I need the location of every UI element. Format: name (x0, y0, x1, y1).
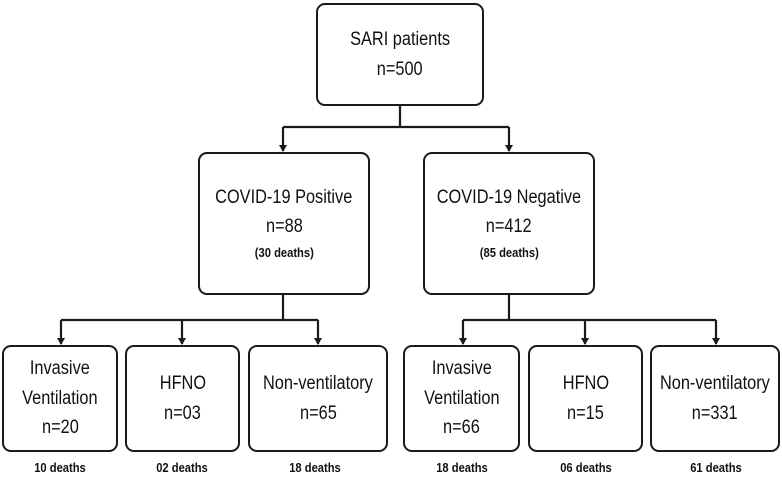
pos-hfno-box: HFNO n=03 (125, 345, 240, 452)
neg-invasive-box: Invasive Ventilation n=66 (403, 345, 520, 452)
pos-nonvent-line1: Non-ventilatory (263, 373, 373, 395)
neg-invasive-line2: Ventilation (423, 387, 500, 409)
root-count: n=500 (377, 58, 423, 80)
negative-count: n=412 (486, 216, 532, 238)
positive-box: COVID-19 Positive n=88 (30 deaths) (198, 152, 370, 295)
neg-hfno-box: HFNO n=15 (528, 345, 643, 452)
neg-invasive-line1: Invasive (431, 358, 492, 380)
root-title: SARI patients (350, 29, 450, 51)
pos-nonvent-box: Non-ventilatory n=65 (248, 345, 388, 452)
neg-hfno-line1: HFNO (562, 373, 609, 395)
neg-nonvent-line1: Non-ventilatory (660, 373, 770, 395)
negative-deaths: (85 deaths) (479, 244, 539, 260)
pos-hfno-deaths: 02 deaths (156, 460, 208, 475)
pos-invasive-count: n=20 (41, 417, 79, 439)
pos-invasive-line1: Invasive (30, 358, 90, 380)
positive-count: n=88 (265, 216, 303, 238)
neg-nonvent-deaths: 61 deaths (690, 460, 742, 475)
positive-deaths: (30 deaths) (254, 244, 314, 260)
negative-box: COVID-19 Negative n=412 (85 deaths) (423, 152, 595, 295)
negative-title: COVID-19 Negative (436, 187, 582, 209)
neg-nonvent-box: Non-ventilatory n=331 (650, 345, 780, 452)
pos-nonvent-deaths: 18 deaths (289, 460, 341, 475)
pos-invasive-box: Invasive Ventilation n=20 (2, 345, 118, 452)
root-box: SARI patients n=500 (316, 3, 484, 106)
pos-invasive-line2: Ventilation (22, 387, 98, 409)
pos-invasive-deaths: 10 deaths (34, 460, 86, 475)
neg-hfno-deaths: 06 deaths (560, 460, 612, 475)
positive-title: COVID-19 Positive (215, 187, 353, 209)
pos-hfno-line1: HFNO (159, 373, 206, 395)
neg-hfno-count: n=15 (567, 402, 604, 424)
neg-invasive-deaths: 18 deaths (436, 460, 488, 475)
neg-nonvent-count: n=331 (692, 402, 738, 424)
neg-invasive-count: n=66 (443, 417, 480, 439)
pos-nonvent-count: n=65 (299, 402, 337, 424)
pos-hfno-count: n=03 (164, 402, 201, 424)
